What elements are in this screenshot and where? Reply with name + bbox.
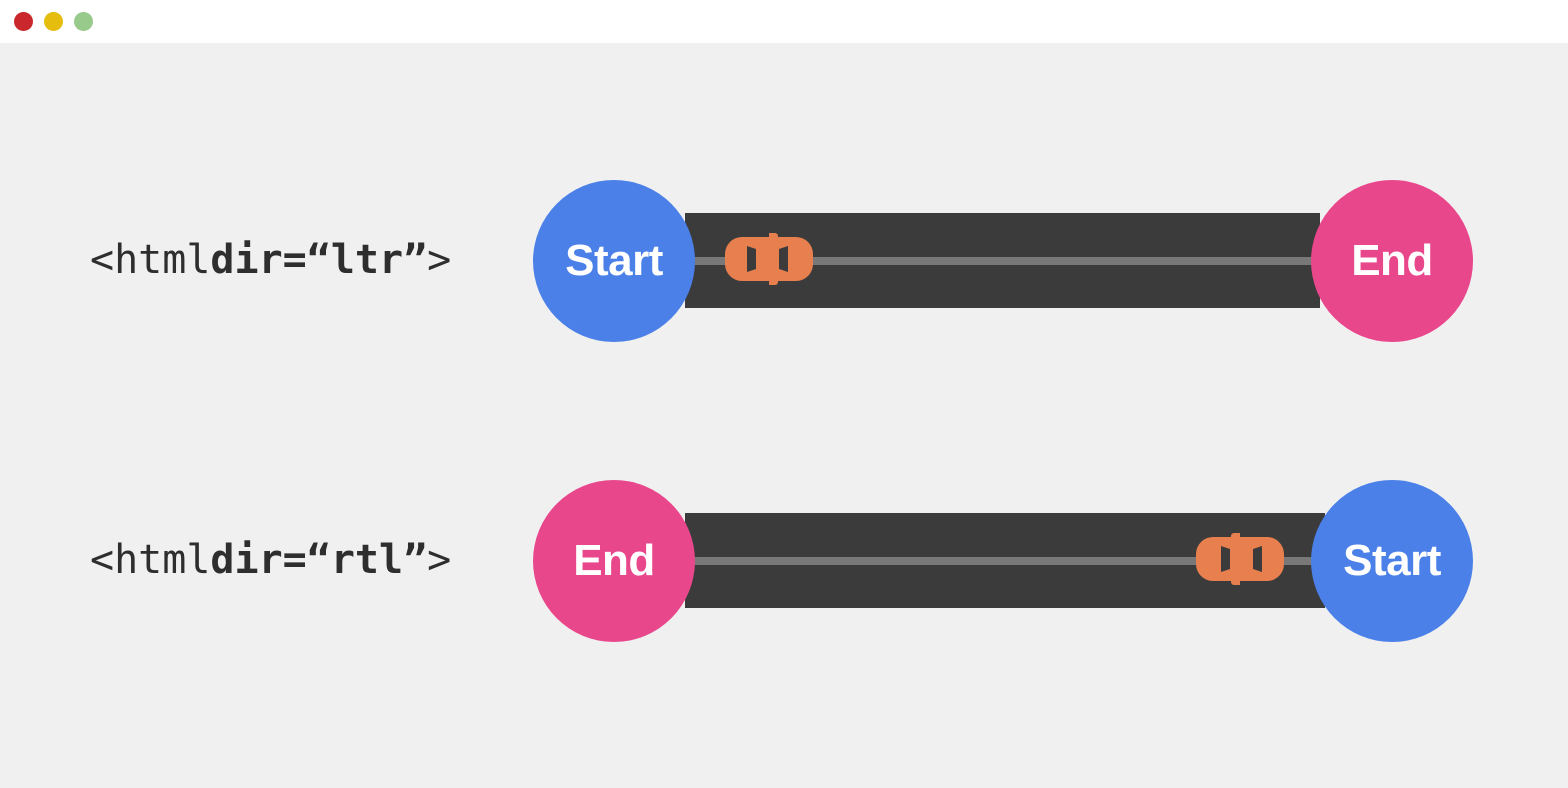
- content-stage: <html dir=“ltr”> Start End: [0, 43, 1568, 788]
- road-centerline: [685, 257, 1320, 265]
- demo-row-rtl: <html dir=“rtl”> End Start: [0, 460, 1568, 660]
- endpoint-label: End: [1351, 236, 1433, 285]
- endpoint-label: End: [573, 536, 655, 585]
- row-label-attribute: dir=“ltr”: [210, 237, 428, 283]
- window-titlebar: [0, 0, 1568, 43]
- row-label-rtl: <html dir=“rtl”>: [90, 460, 451, 660]
- car-icon[interactable]: [1196, 533, 1284, 585]
- window-maximize-button[interactable]: [74, 12, 93, 31]
- row-label-prefix: <html: [90, 237, 211, 283]
- endpoint-start-rtl[interactable]: Start: [1311, 480, 1473, 642]
- demo-row-ltr: <html dir=“ltr”> Start End: [0, 160, 1568, 360]
- row-label-ltr: <html dir=“ltr”>: [90, 160, 451, 360]
- row-label-suffix: >: [427, 237, 452, 283]
- window-close-button[interactable]: [14, 12, 33, 31]
- endpoint-end-ltr[interactable]: End: [1311, 180, 1473, 342]
- endpoint-end-rtl[interactable]: End: [533, 480, 695, 642]
- window-minimize-button[interactable]: [44, 12, 63, 31]
- row-label-attribute: dir=“rtl”: [210, 537, 428, 583]
- row-label-suffix: >: [427, 537, 452, 583]
- row-label-prefix: <html: [90, 537, 211, 583]
- endpoint-start-ltr[interactable]: Start: [533, 180, 695, 342]
- road-centerline: [685, 557, 1325, 565]
- endpoint-label: Start: [565, 236, 663, 285]
- car-icon[interactable]: [725, 233, 813, 285]
- endpoint-label: Start: [1343, 536, 1441, 585]
